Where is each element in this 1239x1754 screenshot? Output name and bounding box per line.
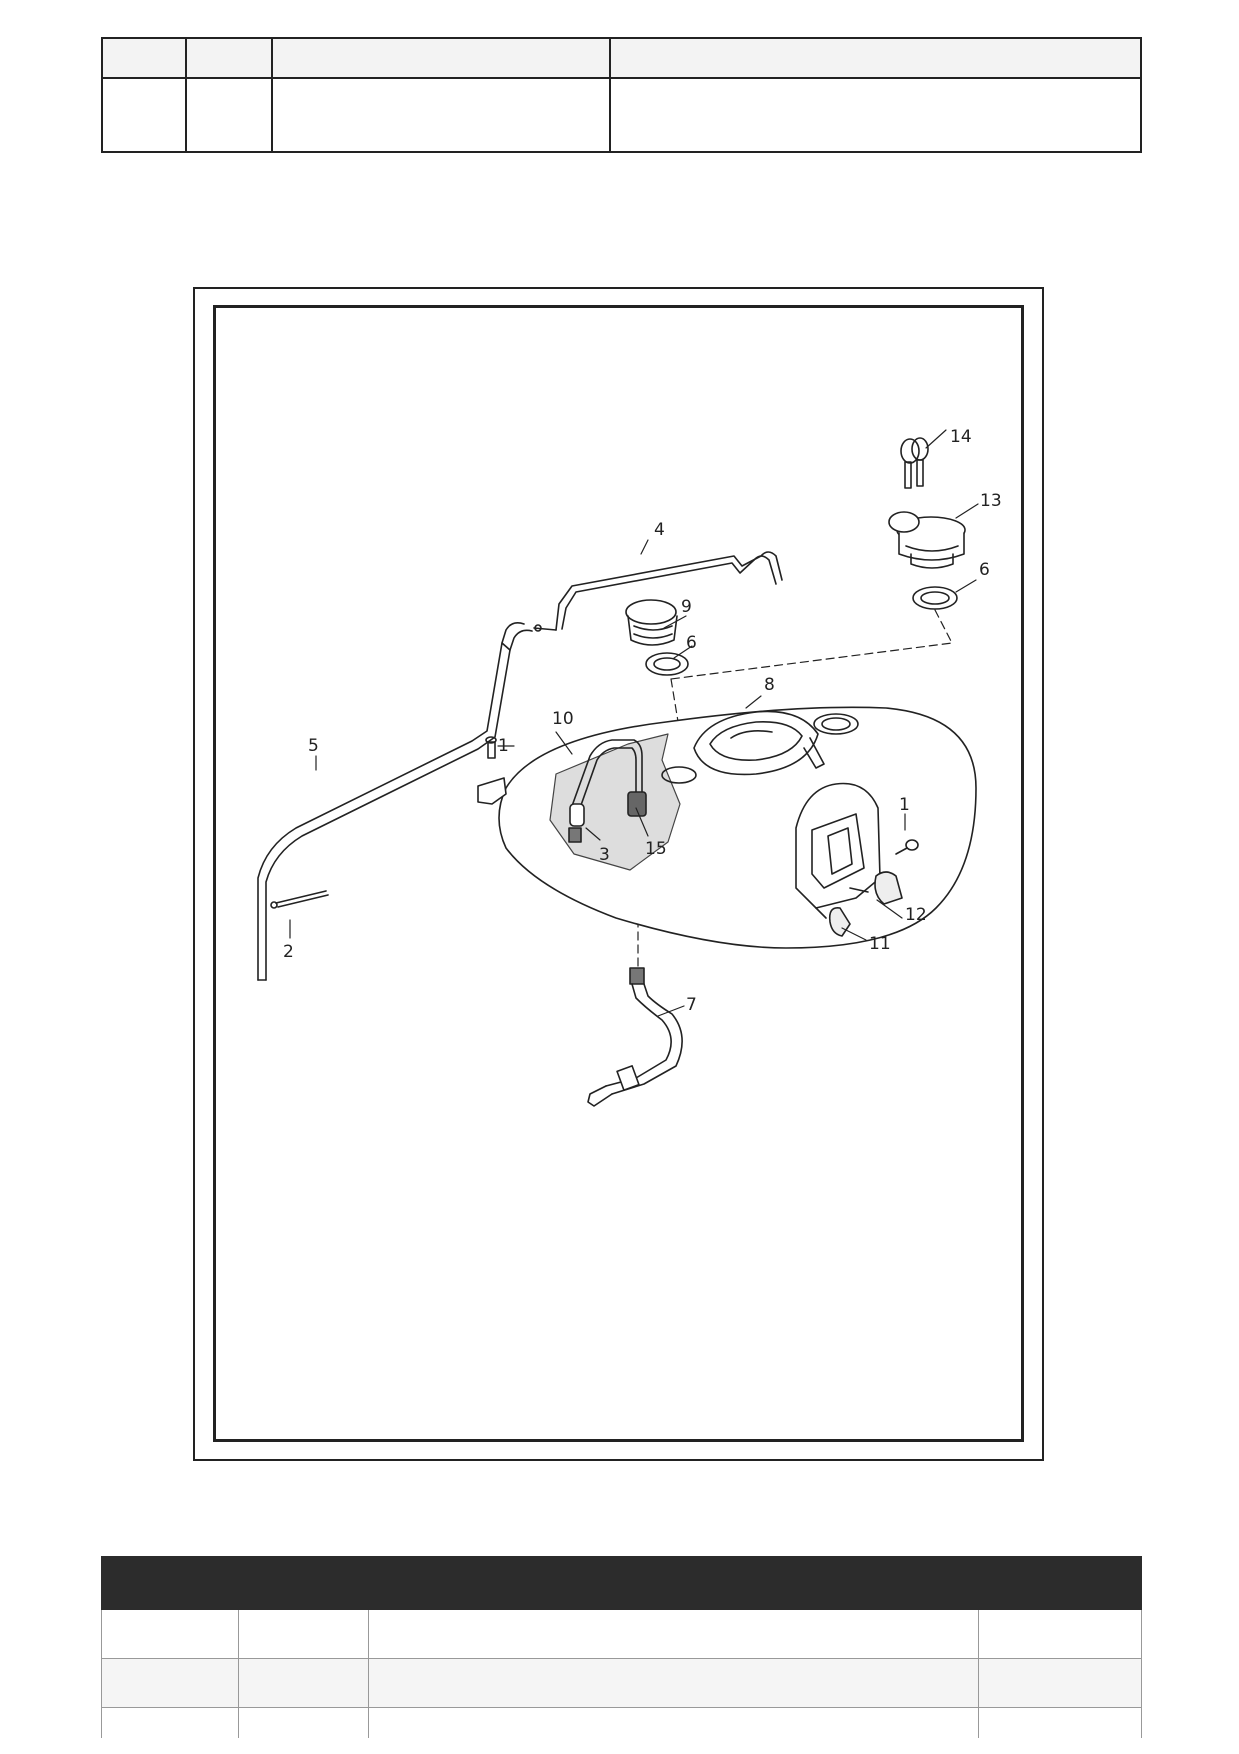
callout-3: 3: [599, 845, 610, 865]
table-row: [101, 1658, 1142, 1708]
vent-pipe-part: [257, 622, 533, 981]
callout-labels: 1 1 2 3 4 5 6 6 7 8 9 10 11 12 13 14 15: [283, 427, 1002, 1015]
table-header-row: [101, 1556, 1142, 1610]
filler-cap-part: [888, 511, 966, 569]
callout-11: 11: [869, 934, 891, 954]
callout-4: 4: [654, 520, 665, 540]
table-cell: [185, 77, 273, 153]
callout-2: 2: [283, 942, 294, 962]
table-cell: [101, 1609, 239, 1659]
callout-7: 7: [686, 995, 697, 1015]
callout-12: 12: [905, 905, 927, 925]
table-cell: [978, 1707, 1142, 1738]
mounting-pad-part-12: [874, 871, 903, 905]
table-cell: [609, 77, 1142, 153]
table-header-cell: [978, 1556, 1142, 1610]
key-part: [900, 437, 929, 489]
table-cell: [609, 37, 1142, 79]
parts-table-top-fragment: [101, 37, 1142, 153]
screw-part-right: [895, 839, 919, 855]
table-cell: [368, 1707, 979, 1738]
table-row: [101, 1609, 1142, 1659]
parts-diagram-inner-frame: 1 1 2 3 4 5 6 6 7 8 9 10 11 12 13 14 15: [213, 305, 1024, 1442]
callout-14: 14: [950, 427, 972, 447]
table-cell: [238, 1658, 369, 1708]
table-cell: [271, 77, 611, 153]
table-cell: [978, 1609, 1142, 1659]
callout-9: 9: [681, 597, 692, 617]
table-cell: [238, 1707, 369, 1738]
pin-part: [270, 890, 329, 909]
callout-13: 13: [980, 491, 1002, 511]
callout-10: 10: [552, 709, 574, 729]
parts-diagram-frame: 1 1 2 3 4 5 6 6 7 8 9 10 11 12 13 14 15: [193, 287, 1044, 1461]
table-cell: [271, 37, 611, 79]
callout-1-right: 1: [899, 795, 910, 815]
table-cell: [101, 77, 187, 153]
callout-6-lower: 6: [686, 633, 697, 653]
breather-pipe-part: [533, 551, 783, 632]
table-cell: [101, 37, 187, 79]
table-row: [101, 77, 1142, 153]
callout-8: 8: [764, 675, 775, 695]
front-bracket-part: [477, 736, 507, 805]
callout-leader-lines: [289, 429, 979, 1017]
fitting-part: [568, 827, 582, 843]
table-cell: [368, 1658, 979, 1708]
table-header-cell: [368, 1556, 979, 1610]
plug-cap-part: [625, 599, 678, 646]
table-header-cell: [238, 1556, 369, 1610]
callout-6-upper: 6: [979, 560, 990, 580]
fuel-tank-part: [498, 706, 977, 949]
internal-pipe-part: [569, 739, 647, 827]
table-cell: [101, 1658, 239, 1708]
seal-part-upper: [912, 586, 958, 610]
parts-table-bottom-fragment: [101, 1556, 1142, 1738]
table-cell: [978, 1658, 1142, 1708]
table-row: [101, 37, 1142, 79]
callout-15: 15: [645, 839, 667, 859]
callout-5: 5: [308, 736, 319, 756]
callout-1-left: 1: [498, 736, 509, 756]
table-row: [101, 1707, 1142, 1738]
table-cell: [185, 37, 273, 79]
fuel-tank-exploded-diagram: 1 1 2 3 4 5 6 6 7 8 9 10 11 12 13 14 15: [257, 427, 1002, 1107]
table-cell: [238, 1609, 369, 1659]
table-header-cell: [101, 1556, 239, 1610]
fuel-hose-part: [587, 967, 683, 1107]
seal-part-lower: [645, 652, 689, 676]
table-cell: [101, 1707, 239, 1738]
table-cell: [368, 1609, 979, 1659]
